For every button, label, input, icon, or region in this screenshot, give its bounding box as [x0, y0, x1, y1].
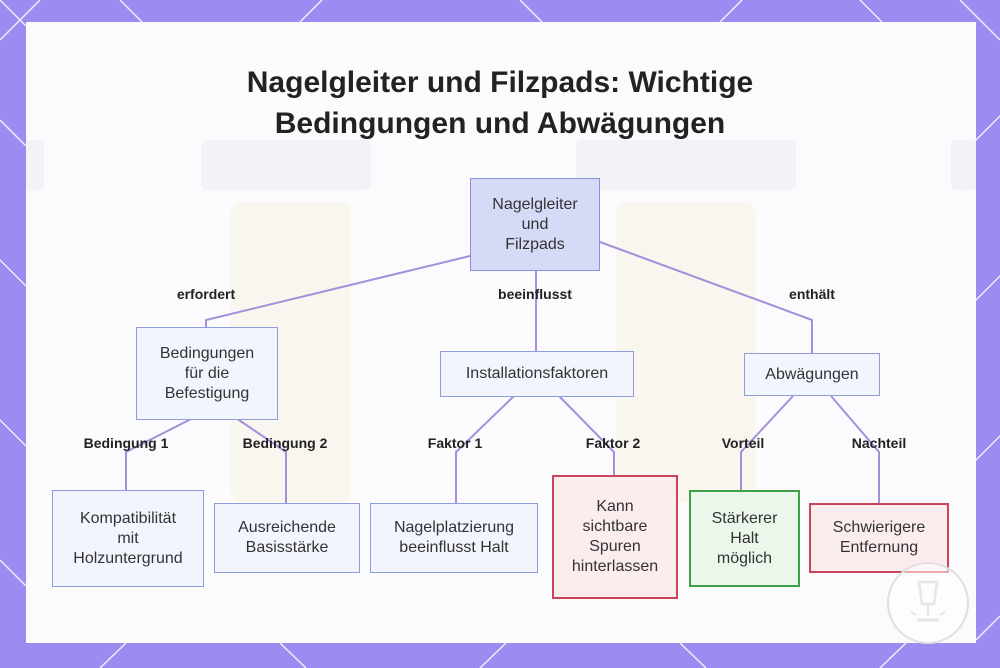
edge-label-erfordert: erfordert: [176, 286, 236, 302]
edge-label-bedingung-1: Bedingung 1: [83, 435, 169, 451]
node-abwaegungen: Abwägungen: [744, 353, 880, 396]
edge-label-bedingung-2: Bedingung 2: [242, 435, 328, 451]
connector-lines: [125, 239, 880, 503]
edge-label-beeinflusst: beeinflusst: [498, 286, 572, 302]
node-installationsfaktoren: Installationsfaktoren: [440, 351, 634, 397]
title-line-2: Bedingungen und Abwägungen: [274, 107, 726, 140]
edge-label-faktor-2: Faktor 2: [585, 435, 641, 451]
edge-label-vorteil: Vorteil: [721, 435, 765, 451]
edge-label-enthaelt: enthält: [789, 286, 835, 302]
title-line-1: Nagelgleiter und Filzpads: Wichtige: [246, 66, 754, 99]
lamp-logo-icon: [887, 562, 969, 644]
edge-label-faktor-1: Faktor 1: [427, 435, 483, 451]
background-photo-blur: [26, 140, 976, 502]
edge-label-nachteil: Nachteil: [851, 435, 907, 451]
